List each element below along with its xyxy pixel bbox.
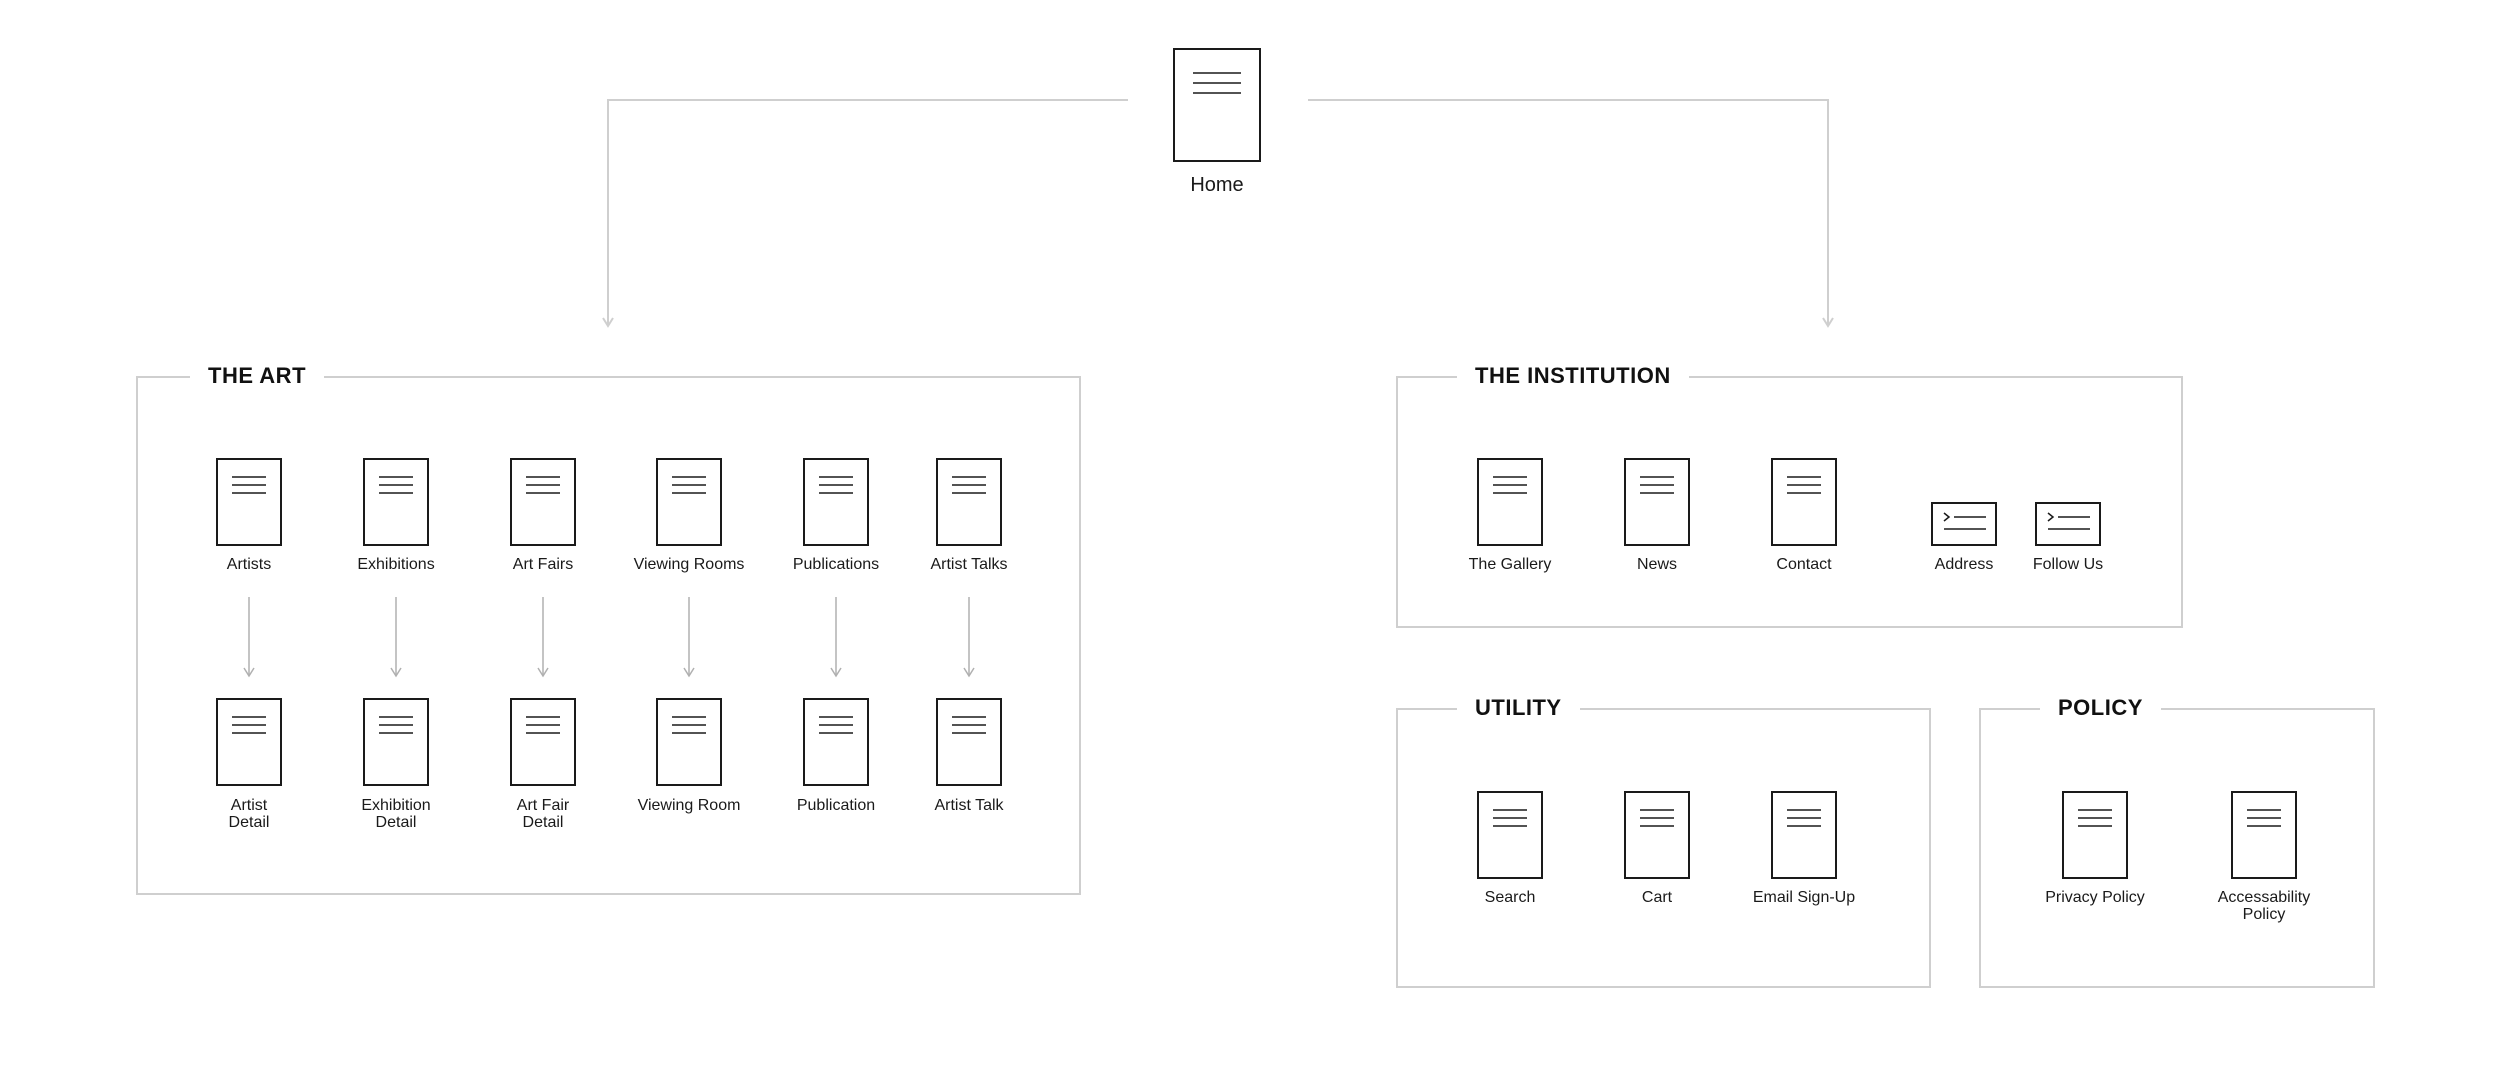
follow-us-component-icon [2035,502,2101,546]
art-detail-icon-2 [363,698,429,786]
accessability-policy-label: Accessability Policy [2217,889,2311,923]
institution-section-title: THE INSTITUTION [1457,363,1689,389]
art-detail-icon-1 [216,698,282,786]
publications-label: Publications [792,556,880,573]
art-section-frame [136,376,1081,895]
home-connectors [602,99,1834,328]
utility-page-icon-2 [1624,791,1690,879]
art-detail-icon-6 [936,698,1002,786]
art-page-icon-2 [363,458,429,546]
cart-label: Cart [1641,889,1673,906]
art-fairs-label: Art Fairs [512,556,574,573]
art-flow-arrow-1 [243,597,255,678]
artist-detail-label: Artist Detail [228,797,270,831]
art-detail-icon-4 [656,698,722,786]
institution-page-icon-1 [1477,458,1543,546]
follow-us-label: Follow Us [2032,556,2104,573]
utility-page-icon-3 [1771,791,1837,879]
utility-section-frame [1396,708,1931,988]
utility-page-icon-1 [1477,791,1543,879]
art-flow-arrow-2 [390,597,402,678]
institution-page-icon-2 [1624,458,1690,546]
publication-label: Publication [796,797,876,814]
address-component-icon [1931,502,1997,546]
contact-label: Contact [1776,556,1832,573]
policy-page-icon-1 [2062,791,2128,879]
art-page-icon-4 [656,458,722,546]
search-label: Search [1484,889,1536,906]
art-flow-arrow-3 [537,597,549,678]
art-detail-icon-3 [510,698,576,786]
art-page-icon-6 [936,458,1002,546]
artist-talk-label: Artist Talk [934,797,1004,814]
art-flow-arrow-5 [830,597,842,678]
art-flow-arrow-4 [683,597,695,678]
policy-page-icon-2 [2231,791,2297,879]
news-label: News [1636,556,1678,573]
home-page-icon [1173,48,1261,162]
exhibitions-label: Exhibitions [357,556,435,573]
artists-label: Artists [226,556,272,573]
home-label: Home [1190,174,1244,196]
connector-to-institution [1308,99,1829,326]
art-page-icon-1 [216,458,282,546]
art-fair-detail-label: Art Fair Detail [516,797,570,831]
viewing-rooms-label: Viewing Rooms [633,556,745,573]
policy-section-title: POLICY [2040,695,2161,721]
arrowhead-institution [1822,317,1834,328]
art-flow-arrow-6 [963,597,975,678]
the-gallery-label: The Gallery [1468,556,1552,573]
arrowhead-art [602,317,614,328]
email-signup-label: Email Sign-Up [1752,889,1856,906]
institution-section-frame [1396,376,2183,628]
utility-section-title: UTILITY [1457,695,1580,721]
artist-talks-label: Artist Talks [930,556,1008,573]
art-section-title: THE ART [190,363,325,389]
institution-page-icon-3 [1771,458,1837,546]
art-detail-icon-5 [803,698,869,786]
policy-section-frame [1979,708,2375,988]
connector-to-art [607,99,1128,326]
art-page-icon-3 [510,458,576,546]
art-page-icon-5 [803,458,869,546]
viewing-room-label: Viewing Room [637,797,741,814]
exhibition-detail-label: Exhibition Detail [361,797,431,831]
address-label: Address [1934,556,1994,573]
privacy-policy-label: Privacy Policy [2045,889,2145,906]
